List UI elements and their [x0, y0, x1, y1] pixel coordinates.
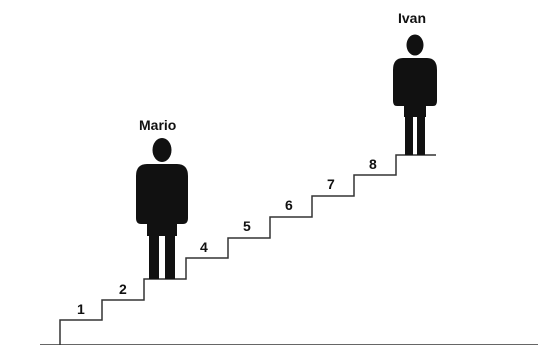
person-name-mario: Mario	[139, 117, 177, 133]
person-silhouette-icon	[393, 34, 437, 155]
step-label-7: 7	[327, 176, 335, 192]
step-label-6: 6	[285, 197, 293, 213]
person-head	[152, 138, 172, 162]
person-right-leg	[165, 234, 175, 279]
person-mario	[136, 138, 188, 279]
person-silhouette-icon	[136, 138, 188, 279]
step-label-1: 1	[77, 301, 85, 317]
step-label-8: 8	[369, 156, 377, 172]
person-left-leg	[405, 115, 413, 155]
person-torso	[393, 58, 437, 117]
staircase-outline	[59, 154, 436, 345]
step-label-5: 5	[243, 218, 251, 234]
person-name-ivan: Ivan	[398, 10, 427, 26]
person-head	[406, 34, 424, 56]
step-label-2: 2	[119, 281, 127, 297]
person-left-leg	[149, 234, 159, 279]
step-label-4: 4	[200, 239, 208, 255]
person-ivan	[393, 34, 437, 155]
person-right-leg	[417, 115, 425, 155]
person-torso	[136, 164, 188, 236]
